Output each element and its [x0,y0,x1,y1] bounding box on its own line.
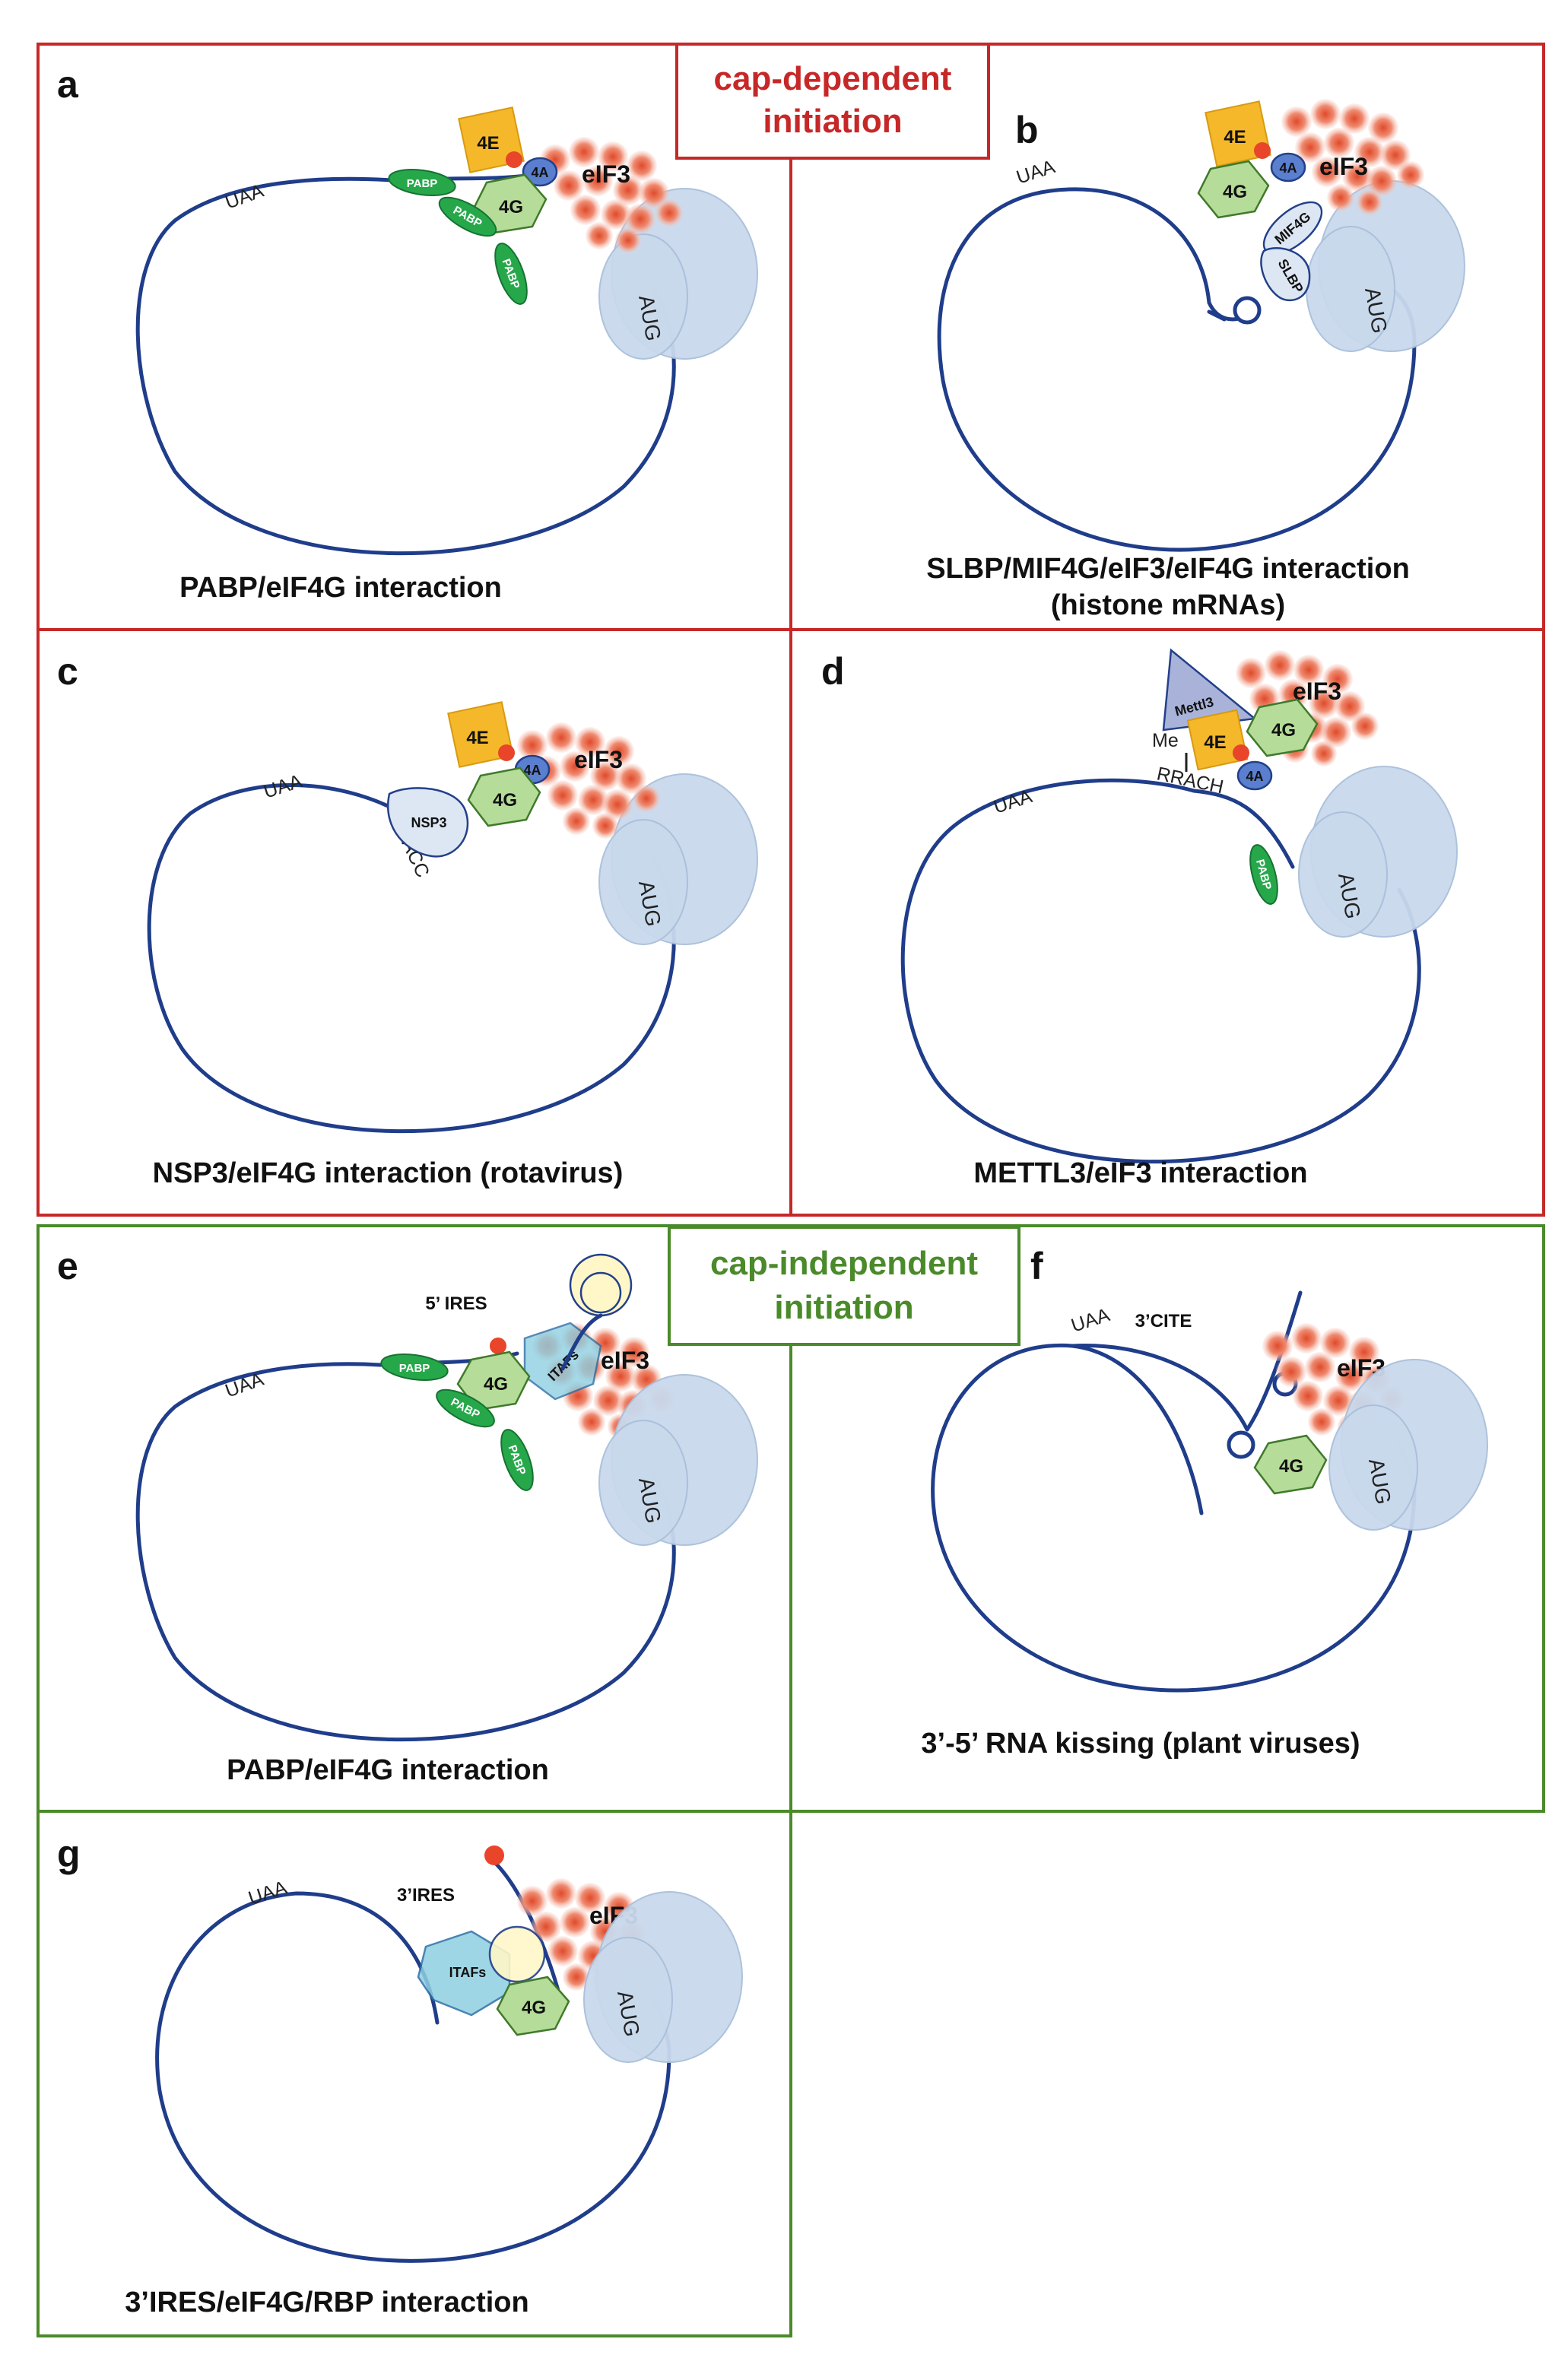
eif4g [496,1976,570,2036]
nsp3-label: NSP3 [411,815,446,830]
cap [498,744,515,761]
eif4g [1253,1434,1328,1495]
panel-letter-c: c [57,650,78,693]
panel-c: c UAA UGACC NSP3 AUG eIF3 4E 4A 4G NSP3/… [57,650,758,1189]
eif4e-label: 4E [1204,732,1226,753]
mrna-loop [147,783,676,1134]
panel-letter-a: a [57,63,79,106]
eif4g-label: 4G [1271,720,1296,741]
methyl-label: Me [1152,730,1179,751]
eif4a-label: 4A [1279,160,1297,176]
caption-b2: (histone mRNAs) [1051,589,1285,621]
itaf-label: ITAFs [449,1965,487,1980]
ires5-label: 5’ IRES [425,1293,487,1314]
eif4e [1186,709,1249,771]
cap-independent-line1: cap-independent [710,1245,978,1282]
uaa-codon: UAA [261,770,305,803]
eif3-label: eIF3 [601,1347,649,1374]
eif4a-label: 4A [531,165,548,180]
eif3-label: eIF3 [1293,678,1341,705]
eif4a [1270,152,1306,182]
cap [484,1845,504,1865]
panel-letter-d: d [821,650,845,693]
caption-c: NSP3/eIF4G interaction (rotavirus) [153,1157,624,1189]
uaa-codon: UAA [991,785,1035,818]
eif4a [522,157,558,187]
mrna-loop [135,1362,676,1742]
mrna-loop [931,1343,1417,1693]
panel-letter-g: g [57,1833,81,1875]
eif4g-label: 4G [1223,182,1247,202]
ires-loop [488,1925,546,1983]
mrna-loop [900,778,1421,1164]
eif4a-label: 4A [523,763,541,778]
uaa-codon: UAA [246,1877,290,1909]
cap-dependent-line2: initiation [763,103,902,140]
nsp3 [387,787,469,858]
eif4g-label: 4G [499,197,523,217]
eif3-label: eIF3 [1319,153,1368,180]
eif4g [1246,698,1319,757]
cap [490,1338,506,1354]
itafs [417,1930,511,2017]
eif4g-label: 4G [493,790,517,811]
panel-g: g 3’IRES UAA eIF3 ITAFs 4G AUG 3’IRES/eI… [57,1833,743,2318]
mrna-loop [155,1891,671,2263]
eif4g [467,766,541,827]
eif4g [456,1350,531,1411]
caption-d: METTL3/eIF3 interaction [973,1157,1307,1189]
eif4e-label: 4E [1224,127,1246,148]
cap [506,151,522,168]
eif4e [447,701,514,768]
panel-d: d UAA RRACH Me Mettl3 eIF3 4E 4G 4A AUG … [821,648,1458,1189]
mrna-loop [135,176,676,556]
panel-a: a UAA AUG eIF3 4E 4A 4G PABP PABP PABP P… [57,63,758,604]
panel-e: e UAA 5’ IRES eIF3 ITAFs 4G AUG PABP PAB… [57,1245,758,1786]
panel-f: f 3’CITE UAA eIF3 AUG 4G 3’-5’ RNA kissi… [921,1245,1488,1760]
rrach-motif: RRACH [1155,763,1226,798]
caption-e: PABP/eIF4G interaction [227,1754,549,1786]
cap [1233,744,1249,761]
pabp [1249,844,1278,905]
panel-letter-b: b [1015,109,1039,151]
cite3-label: 3’CITE [1135,1311,1192,1331]
stem-loop [1233,296,1262,325]
eif4g [1197,160,1270,219]
ires3-label: 3’IRES [397,1885,455,1906]
cap-dependent-line1: cap-dependent [714,60,952,97]
eif4g-label: 4G [484,1374,508,1395]
svg-text:PABP: PABP [407,177,438,190]
panel-letter-f: f [1030,1245,1043,1287]
eif4g-label: 4G [522,1998,546,2018]
cap-independent-frames [37,1224,1545,2337]
stem-loop [1227,1430,1255,1459]
cap-independent-line2: initiation [774,1289,913,1326]
uaa-codon: UAA [222,1369,266,1402]
cap-dependent-frames [37,43,1545,1217]
eif4a [1236,760,1273,791]
eif4g-label: 4G [1279,1456,1303,1477]
caption-a: PABP/eIF4G interaction [179,572,502,604]
eif3-label: eIF3 [582,160,630,188]
eif4e-label: 4E [466,728,488,748]
pabp-group: PABP PABP PABP [388,169,528,305]
panel-b: b UAA AUG eIF3 4E 4A 4G MIF4G SLBP SLBP/… [926,99,1465,621]
svg-text:PABP: PABP [399,1362,430,1375]
cap-dependent-header: cap-dependent initiation [675,43,990,160]
caption-f: 3’-5’ RNA kissing (plant viruses) [921,1728,1360,1760]
eif4e-label: 4E [477,133,499,154]
eif4a-label: 4A [1246,769,1263,784]
caption-g: 3’IRES/eIF4G/RBP interaction [125,2287,528,2318]
caption-b: SLBP/MIF4G/eIF3/eIF4G interaction [926,553,1410,585]
mrna-loop [937,187,1417,552]
panel-letter-e: e [57,1245,78,1287]
slbp [1260,247,1311,302]
uaa-codon: UAA [1014,156,1058,189]
cap [1254,142,1271,159]
eif3-label: eIF3 [574,746,623,773]
uaa-codon: UAA [222,180,266,214]
uaa-codon: UAA [1068,1304,1113,1337]
cap-independent-header: cap-independent initiation [668,1226,1020,1346]
